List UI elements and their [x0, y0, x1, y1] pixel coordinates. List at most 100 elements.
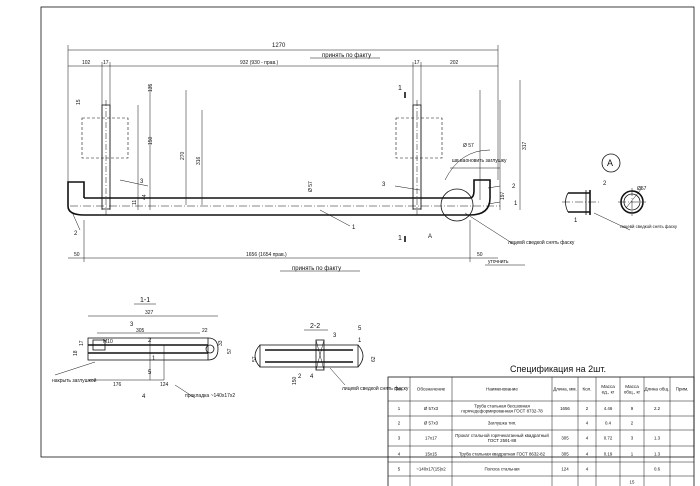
- dim-17a: 17: [103, 60, 109, 66]
- spec-header-cell: Прим.: [676, 387, 689, 392]
- spec-cell: 1.3: [654, 436, 661, 441]
- dim-932: 932 (930 - прав.): [240, 60, 278, 66]
- spec-header-cell: Масса: [601, 384, 615, 389]
- spec-cell: 0.19: [604, 452, 613, 457]
- spec-cell: Полоса стальная: [484, 467, 520, 472]
- spec-cell: 1: [631, 452, 634, 457]
- section-1-title: 1-1: [140, 297, 150, 304]
- section-2-2: 2-2 3 5 1 4 2 57 62 150 лицевй сведкой с…: [252, 323, 409, 392]
- spec-cell: Труба стальная бесшовная: [474, 403, 530, 408]
- note-accept-bottom: принять по факту: [292, 266, 341, 272]
- spec-header-cell: ед., кг: [602, 389, 615, 394]
- dim-316: 316: [196, 156, 202, 165]
- callout-2: 2: [74, 231, 78, 237]
- spec-cell: 4: [586, 436, 589, 441]
- spec-cell: Прокат стальной горячекатанный квадратны…: [455, 433, 549, 438]
- s1-dim-17: 17: [79, 340, 85, 346]
- spec-header-cell: Длина общ.: [645, 387, 670, 392]
- spec-cell: Ø 57х3: [424, 421, 439, 426]
- section-mark-top: 1: [398, 85, 402, 92]
- spec-cell: горячедеформированная ГОСТ 8732-78: [461, 409, 543, 414]
- s1-callout-2: 2: [148, 338, 152, 344]
- spec-cell: 2.2: [654, 406, 661, 411]
- s2-callout-1: 1: [358, 338, 362, 344]
- spec-cell: ГОСТ 2591-88: [488, 438, 517, 443]
- dim-102: 102: [82, 60, 91, 66]
- detail-a-note: лицевй сведкой снять фаску: [620, 224, 678, 229]
- spec-cell: 15х15: [425, 452, 438, 457]
- s1-dim-124: 124: [160, 382, 169, 388]
- spec-cell: 4: [398, 452, 401, 457]
- detail-a: A Ø57 2 1 лицевй сведкой снять фаску: [562, 153, 678, 231]
- dim-17b: 17: [414, 60, 420, 66]
- note-weld: шв.ваоновить заглушку: [452, 158, 507, 164]
- spec-header-cell: Длина, мм.: [553, 387, 577, 392]
- spec-cell: 15: [630, 480, 635, 485]
- dim-202: 202: [450, 60, 459, 66]
- dim-50a: 50: [74, 252, 80, 258]
- sheet-frame: [40, 6, 695, 458]
- spec-cell: 1: [398, 406, 401, 411]
- s1-dim-57: 57: [227, 348, 233, 354]
- dim-44: 44: [142, 194, 148, 200]
- spec-title: Спецификация на 2шт.: [510, 364, 606, 374]
- s2-dim-150: 150: [292, 376, 298, 385]
- spec-cell: 0.4: [605, 421, 612, 426]
- spec-header-cell: Наименование: [486, 387, 518, 392]
- spec-cell: 2: [631, 421, 634, 426]
- s2-dim-62: 62: [371, 356, 377, 362]
- spec-cell: 305: [561, 452, 569, 457]
- dim-150: 150: [148, 136, 154, 145]
- s2-note: лицевй сведкой снять фаску: [342, 385, 409, 392]
- spec-cell: 3: [398, 436, 401, 441]
- section-2-title: 2-2: [310, 323, 320, 330]
- spec-cell: 2: [586, 406, 589, 411]
- spec-cell: 17х17: [425, 436, 438, 441]
- dim-1270: 1270: [272, 43, 286, 49]
- dim-11: 11: [132, 200, 138, 205]
- spec-cell: 4: [586, 421, 589, 426]
- spec-cell: 4: [586, 467, 589, 472]
- callout-2b: 2: [512, 184, 516, 190]
- spec-cell: 1656: [560, 406, 570, 411]
- detail-mark-a: A: [428, 234, 432, 240]
- section-1-1: 1-1 327 305 22 М10 176 124 57 18 17 33 3…: [52, 297, 235, 400]
- spec-cell: ~140х17(15)х2: [416, 467, 446, 472]
- spec-header-cell: общ., кг: [624, 389, 641, 394]
- s1-dim-33: 33: [218, 340, 224, 346]
- spec-cell: 0.72: [604, 436, 613, 441]
- s1-dim-305: 305: [136, 328, 145, 334]
- s1-callout-5: 5: [148, 370, 152, 376]
- s1-callout-1: 1: [152, 356, 156, 362]
- s2-callout-4: 4: [310, 374, 314, 380]
- callout-3b: 3: [382, 182, 386, 188]
- callout-1: 1: [352, 225, 356, 231]
- detail-a-callout-2: 2: [603, 181, 607, 187]
- s1-dim-22: 22: [202, 328, 208, 334]
- spec-cell: 3: [631, 436, 634, 441]
- spec-cell: Ø 57х3: [424, 406, 439, 411]
- detail-a-d57: Ø57: [637, 186, 647, 192]
- note-accept-top: принять по факту: [322, 53, 371, 59]
- s1-note-left: накрыть заглушкой: [52, 377, 97, 384]
- note-bevel: лицевй сведкой снять фаску: [508, 239, 575, 246]
- s1-dim-327: 327: [145, 310, 154, 316]
- note-utochnit: уточнить: [488, 259, 509, 265]
- spec-cell: 5: [398, 467, 401, 472]
- dim-270: 270: [180, 151, 186, 160]
- detail-a-callout-1: 1: [574, 218, 578, 224]
- spec-header-cell: Масса: [625, 384, 639, 389]
- detail-a-label: A: [607, 158, 613, 168]
- spec-cell: 0.6: [654, 467, 661, 472]
- spec-cell: 4: [586, 452, 589, 457]
- s2-callout-5: 5: [358, 326, 362, 332]
- callout-1b: 1: [514, 201, 518, 207]
- spec-header-cell: Кол.: [582, 387, 591, 392]
- spec-cell: 4.46: [604, 406, 613, 411]
- s2-callout-2: 2: [298, 374, 302, 380]
- spec-header-cell: Поз.: [394, 387, 403, 392]
- spec-cell: Заглушка тип.: [488, 421, 517, 426]
- section-mark-bottom: 1: [398, 235, 402, 242]
